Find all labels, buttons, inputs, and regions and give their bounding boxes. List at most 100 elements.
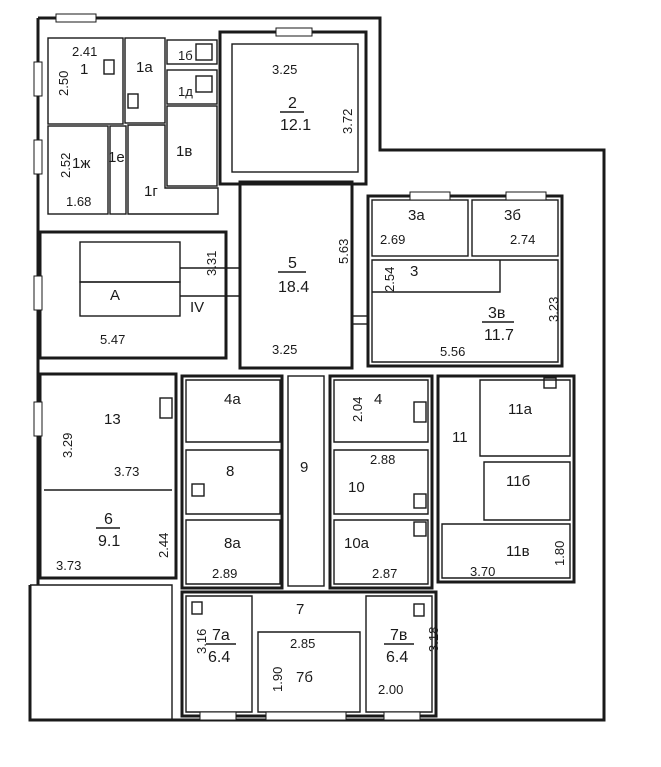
door-icon	[159, 397, 173, 419]
room-13-height-label: 3.29	[60, 433, 75, 458]
room-2-width-label: 3.25	[272, 62, 297, 77]
room-11v-height-label: 1.80	[552, 541, 567, 566]
fixture-icon	[103, 59, 115, 75]
room-11b-wall	[483, 461, 571, 521]
room-3-dim-label: 2.54	[382, 267, 397, 292]
room-1zh-label: 1ж	[72, 155, 90, 172]
room-A-width-label: 5.47	[100, 332, 125, 347]
room-1g-wall	[127, 124, 219, 215]
room-4-label: 4	[374, 391, 382, 408]
room-1a-wall	[124, 37, 166, 124]
room-10-label: 10	[348, 479, 365, 496]
room-7v-height-label: 3.18	[426, 627, 441, 652]
room-4-height-label: 2.04	[350, 397, 365, 422]
room-2-height-label: 3.72	[340, 109, 355, 134]
room-A-roman-label: IV	[190, 299, 204, 316]
room-3b-label: 3б	[504, 207, 521, 224]
room-8a-wall	[185, 519, 281, 585]
room-6-width-label: 3.73	[56, 558, 81, 573]
stair-landing	[79, 281, 181, 317]
room-7v-wall	[365, 595, 433, 713]
fixture-icon	[543, 377, 557, 389]
room-11a-label: 11а	[508, 401, 533, 418]
stair-flight	[79, 241, 181, 283]
room-13-width-label: 3.73	[114, 464, 139, 479]
room-1-wall	[47, 37, 124, 125]
room-1e-wall	[109, 125, 127, 215]
room-11v-wall	[441, 523, 571, 579]
window	[275, 27, 313, 37]
room-11b-label: 11б	[506, 473, 530, 490]
window	[55, 13, 97, 23]
room-6-area-label: 9.1	[98, 533, 120, 550]
room-10a-wall	[333, 519, 429, 585]
room-8a-label: 8а	[224, 535, 241, 552]
room-6-height-label: 2.44	[156, 533, 171, 558]
room-11-group-wall	[436, 374, 576, 584]
toilet-icon	[195, 75, 213, 93]
room-7b-label: 7б	[296, 669, 313, 686]
room-6-label: 6	[104, 511, 113, 528]
room-7-label: 7	[296, 601, 304, 618]
room-5-label: 5	[288, 255, 297, 272]
room-4a-label: 4а	[224, 391, 241, 408]
room-10-width-label: 2.88	[370, 452, 395, 467]
room-13-6-wall	[38, 372, 178, 580]
fixture-icon	[191, 601, 203, 615]
room-7a-label: 7а	[212, 627, 230, 644]
room-3v-width-label: 5.56	[440, 344, 465, 359]
room-7v-label: 7в	[390, 627, 407, 644]
room-1d-wall	[166, 69, 218, 105]
room-8a-width-label: 2.89	[212, 566, 237, 581]
room-1-width-label: 2.41	[72, 44, 97, 59]
room-1a-label: 1а	[136, 59, 153, 76]
room-10-wall	[333, 449, 429, 515]
fixture-icon	[127, 93, 139, 109]
room-9-wall	[287, 375, 325, 587]
room-1zh-wall	[47, 125, 109, 215]
room-10a-width-label: 2.87	[372, 566, 397, 581]
room-5-area-label: 18.4	[278, 279, 309, 296]
room-walls	[38, 30, 576, 718]
window	[33, 275, 43, 311]
room-1d-label: 1д	[178, 84, 193, 99]
room-7b-height-label: 1.90	[270, 667, 285, 692]
room-A-wall	[38, 230, 228, 360]
room-10a-label: 10а	[344, 535, 370, 552]
room-7a-wall	[185, 595, 253, 713]
center-right-block-wall	[328, 374, 434, 590]
room-3v-area-label: 11.7	[484, 327, 514, 344]
room-7-group-wall	[180, 590, 438, 718]
room-2-label: 2	[288, 95, 297, 112]
window	[199, 711, 237, 721]
room-8-wall	[185, 449, 281, 515]
fixture-icon	[191, 483, 205, 497]
window	[409, 191, 451, 201]
room-1v-wall	[166, 105, 218, 187]
room-3a-label: 3а	[408, 207, 425, 224]
room-7v-width-label: 2.00	[378, 682, 403, 697]
room-A-label: А	[110, 287, 120, 304]
window	[33, 401, 43, 437]
room-2-inner	[231, 43, 359, 173]
room-3-label: 3	[410, 263, 418, 280]
room-7a-height-label: 3.16	[194, 629, 209, 654]
room-3v-label: 3в	[488, 305, 505, 322]
room-1-height-label: 2.50	[56, 71, 71, 96]
fixture-icon	[413, 493, 427, 509]
room-3a-width-label: 2.69	[380, 232, 405, 247]
room-4-wall	[333, 379, 429, 443]
unlabeled-corner-block	[30, 584, 173, 720]
room-1-label: 1	[80, 61, 88, 78]
window	[265, 711, 347, 721]
room-3-3v-wall	[371, 259, 559, 363]
center-left-block-wall	[180, 374, 284, 590]
room-4a-wall	[185, 379, 281, 443]
room-3v-height-label: 3.23	[546, 297, 561, 322]
room-1v-label: 1в	[176, 143, 192, 160]
toilet-icon	[195, 43, 213, 61]
room-labels: 2.41 1 2.50 1а 1б 1д 1в 1ж 2.52 1.68 1е …	[56, 44, 567, 697]
room-7a-area-label: 6.4	[208, 649, 230, 666]
room-2-area-label: 12.1	[280, 117, 311, 134]
